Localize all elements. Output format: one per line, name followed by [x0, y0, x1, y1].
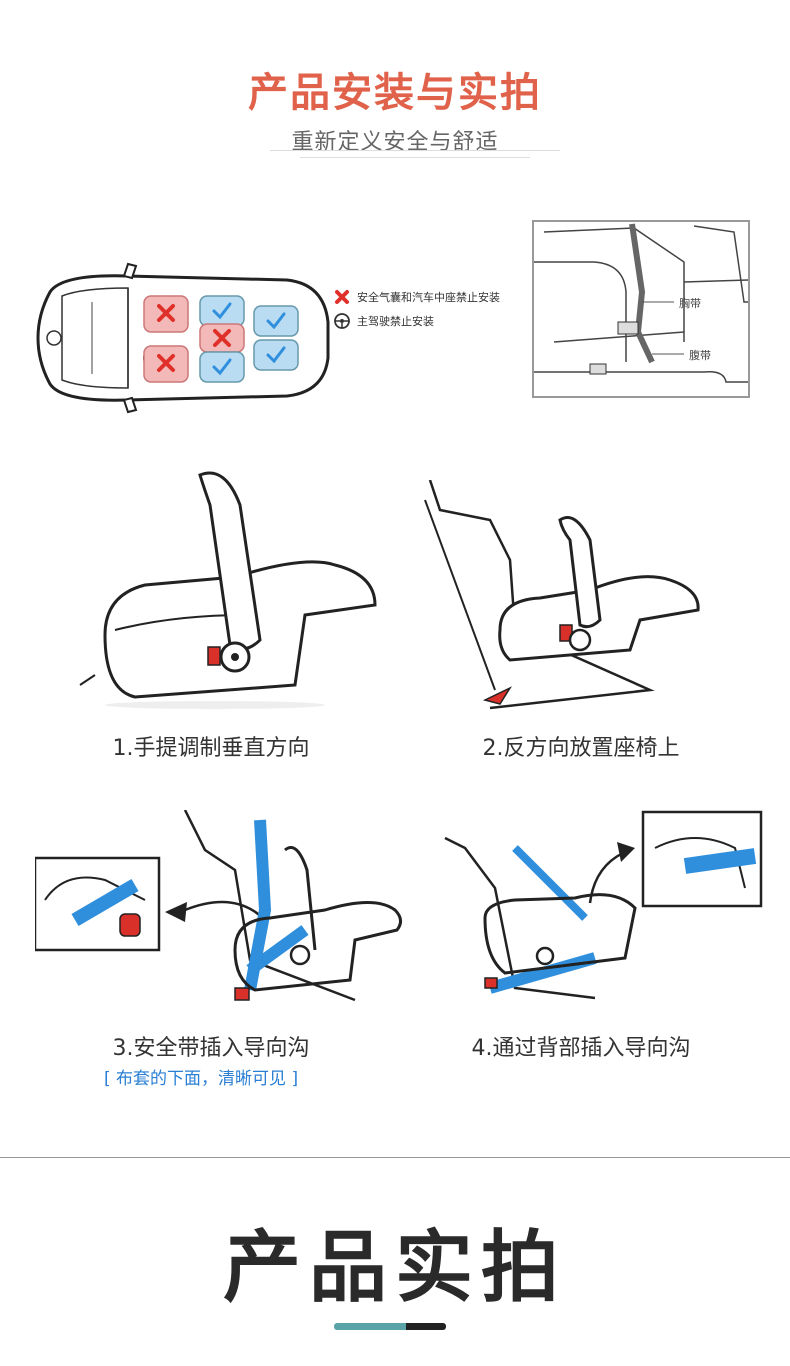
- red-x-icon: [335, 290, 349, 304]
- step-3-illustration: [33, 809, 410, 1010]
- step-1-illustration: [75, 465, 385, 715]
- title-underline: [270, 150, 560, 151]
- title-underline-2: [300, 157, 530, 158]
- legend-item: 主驾驶禁止安装: [333, 309, 533, 333]
- page-title: 产品安装与实拍: [248, 70, 542, 116]
- step-3-note: [ 布套的下面，清晰可见 ]: [104, 1069, 299, 1089]
- step-2-caption: 2.反方向放置座椅上: [482, 736, 680, 761]
- legend-item: 安全气囊和汽车中座禁止安装: [333, 285, 533, 309]
- legend-text: 安全气囊和汽车中座禁止安装: [357, 291, 500, 304]
- title-accent-bar-dark: [406, 1323, 446, 1330]
- step-4-illustration: [435, 808, 765, 1008]
- step-4-caption: 4.通过背部插入导向沟: [471, 1036, 691, 1061]
- product-photos-title: 产品实拍: [222, 1223, 567, 1313]
- step-2-illustration: [420, 479, 710, 720]
- step-3-caption: 3.安全带插入导向沟: [112, 1036, 310, 1061]
- seat-belt-illustration: 胸带 腹带: [532, 220, 750, 398]
- install-legend: 安全气囊和汽车中座禁止安装 主驾驶禁止安装: [333, 285, 533, 333]
- chest-belt-label: 胸带: [679, 297, 701, 310]
- section-divider: [0, 1157, 790, 1158]
- step-1-caption: 1.手提调制垂直方向: [112, 736, 310, 761]
- section-header: 产品安装与实拍 重新定义安全与舒适: [0, 60, 790, 156]
- steering-wheel-icon: [334, 313, 350, 329]
- lap-belt-label: 腹带: [689, 349, 711, 362]
- legend-text: 主驾驶禁止安装: [357, 315, 434, 328]
- title-accent-bar: [334, 1323, 406, 1330]
- page-subtitle: 重新定义安全与舒适: [291, 130, 499, 155]
- car-seat-position-diagram: [32, 262, 337, 414]
